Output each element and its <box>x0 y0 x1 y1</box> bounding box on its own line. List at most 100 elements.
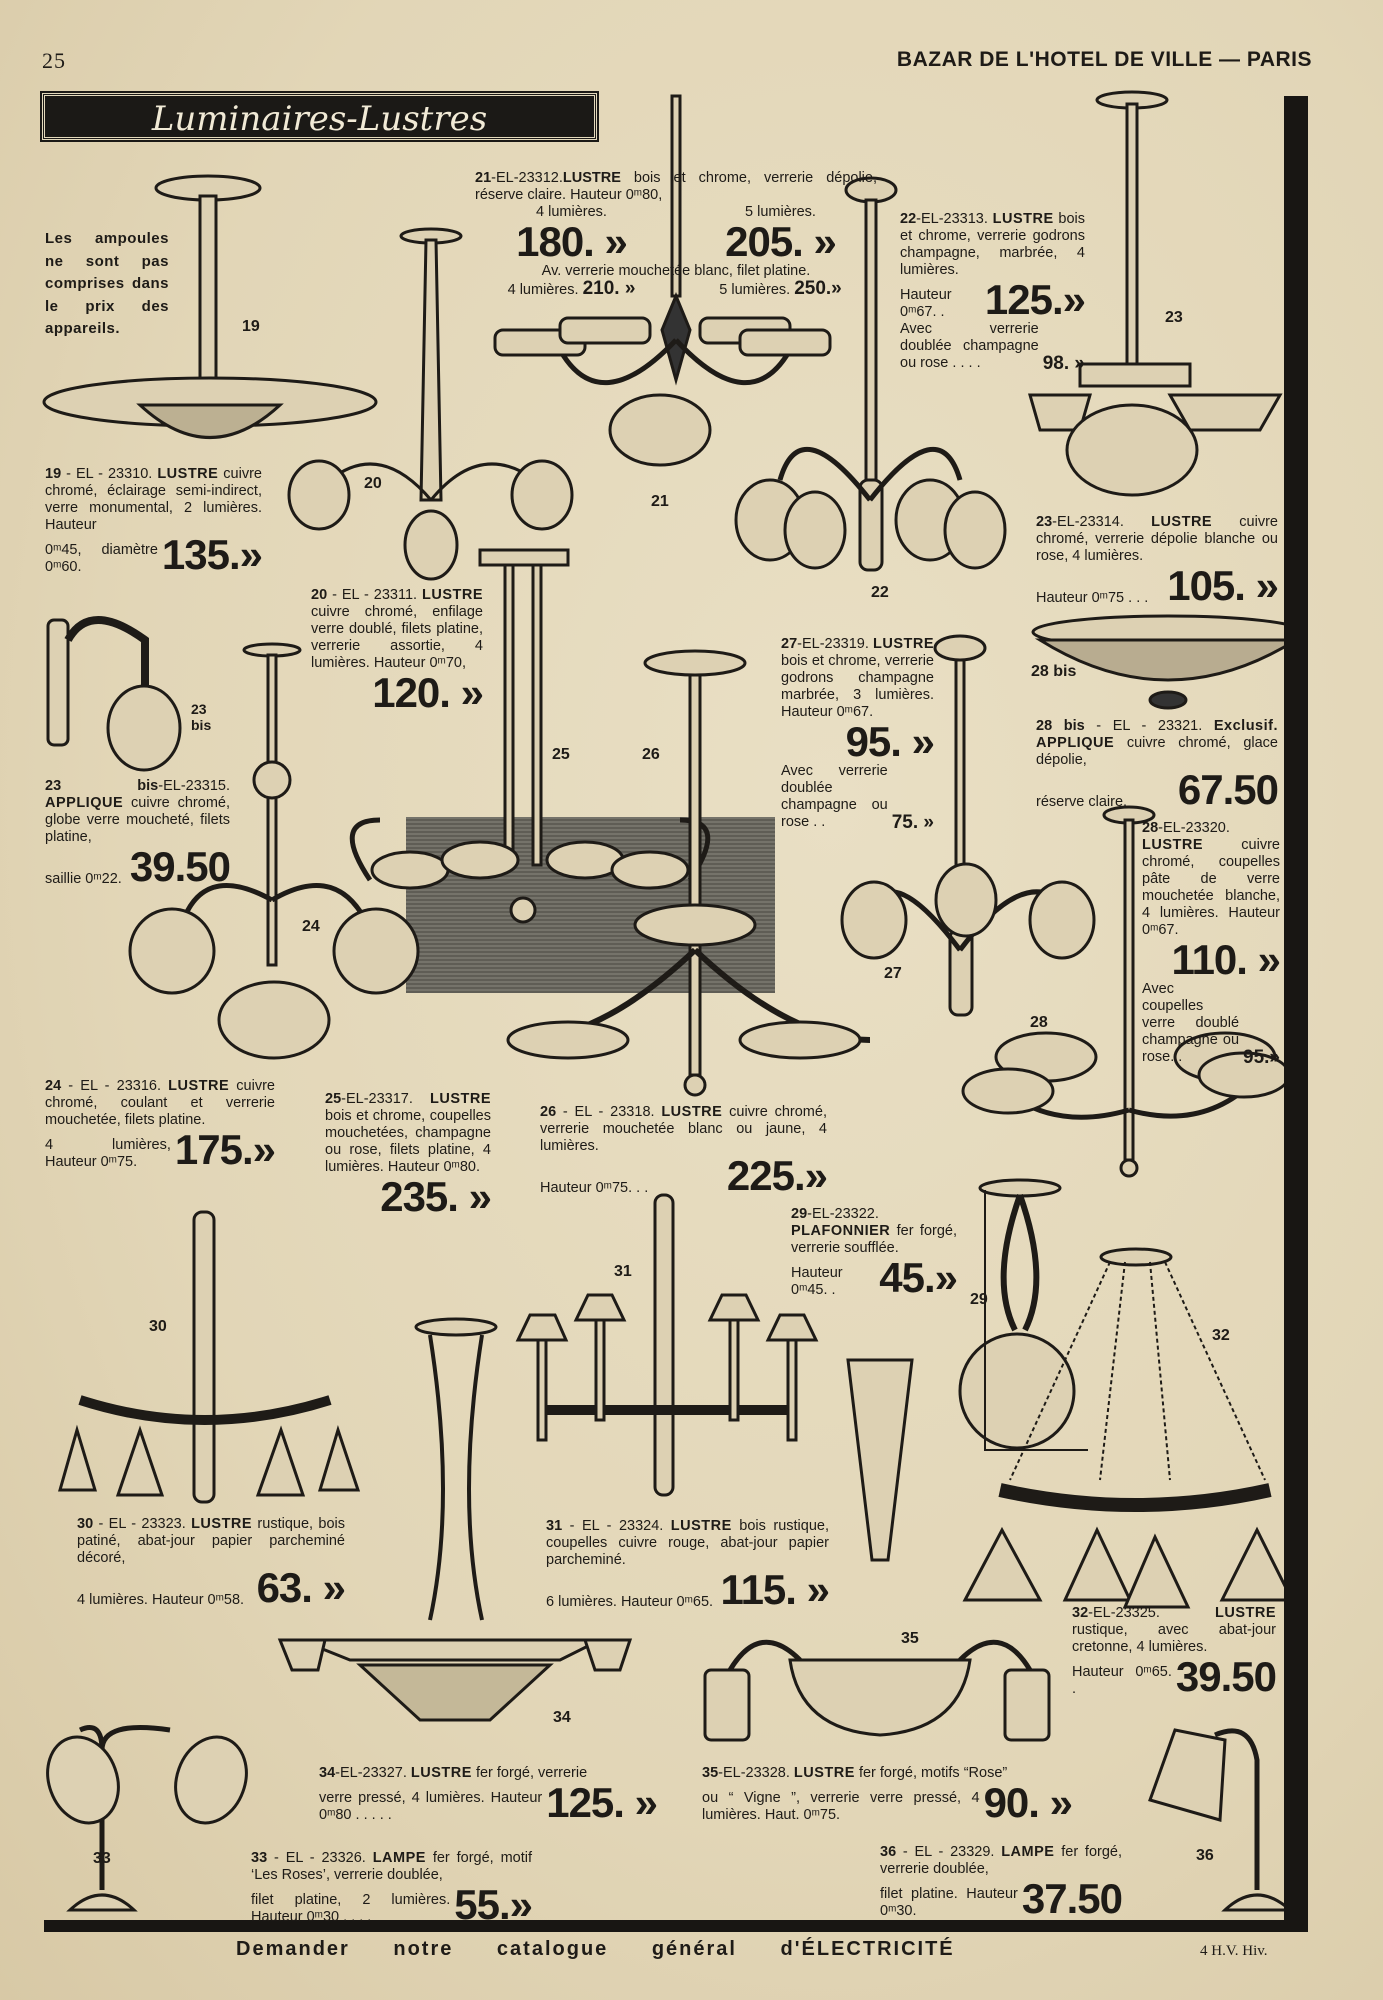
product-33-description: 33 - EL - 23326. LAMPE fer forgé, motif … <box>251 1850 533 1928</box>
product-size: Hauteur 0ᵐ75. . . <box>540 1180 649 1196</box>
figure-number: 19 <box>242 318 260 335</box>
figure-number: 26 <box>642 746 660 763</box>
price-row: 0ᵐ45, diamètre 0ᵐ60.135.» <box>45 531 263 578</box>
product-number: 36 <box>880 1844 897 1860</box>
product-26-description: 26 - EL - 23318. LUSTRE cuivre chromé, v… <box>540 1104 828 1199</box>
product-28-description: 28-EL-23320. LUSTRE cuivre chromé, coupe… <box>1142 820 1281 1068</box>
product-size: saillie 0ᵐ22. <box>45 871 122 887</box>
product-text: 33 - EL - 23326. LAMPE fer forgé, motif … <box>251 1850 532 1884</box>
lamp-illustration-26 <box>506 649 871 1097</box>
product-desc: cuivre chromé, enfilage verre doublé, fi… <box>311 604 483 671</box>
store-header: BAZAR DE L'HOTEL DE VILLE — PARIS <box>896 48 1312 71</box>
product-19-description: 19 - EL - 23310. LUSTRE cuivre chromé, é… <box>45 466 263 578</box>
product-price: 105. » <box>1167 562 1279 609</box>
product-price: 225.» <box>726 1152 828 1199</box>
figure-number: 31 <box>614 1263 632 1280</box>
product-desc: fer forgé, verrerie <box>471 1765 588 1781</box>
product-text: 32-EL-23325. LUSTRE rustique, avec abat-… <box>1072 1605 1276 1656</box>
price-row: saillie 0ᵐ22.39.50 <box>45 846 231 888</box>
variant-price: 95.» <box>1243 1047 1280 1068</box>
product-number: 23 bis <box>45 778 159 794</box>
catalogue-footer: Demander notre catalogue général d'ÉLECT… <box>236 1938 955 1960</box>
product-text: 29-EL-23322. PLAFONNIER fer forgé, verre… <box>791 1206 957 1257</box>
product-price: 55.» <box>454 1881 533 1928</box>
product-text: 36 - EL - 23329. LAMPE fer forgé, verrer… <box>880 1844 1122 1878</box>
product-price: 63. » <box>256 1564 346 1611</box>
product-number: 33 <box>251 1850 268 1866</box>
product-29-description: 29-EL-23322. PLAFONNIER fer forgé, verre… <box>791 1206 958 1299</box>
product-desc: bois rustique, coupelles cuivre rouge, a… <box>546 1518 829 1568</box>
product-desc: cuivre chromé, verrerie mouchetée blanc … <box>540 1104 827 1154</box>
product-name: LUSTRE <box>873 636 934 652</box>
lamp-illustration-33 <box>46 1725 248 1912</box>
product-size: filet platine, 2 lumières. Hauteur 0ᵐ30 … <box>251 1892 451 1925</box>
figure-number: 30 <box>149 1318 167 1335</box>
figure-number: 27 <box>884 965 902 982</box>
product-number: 31 <box>546 1518 563 1534</box>
variant-price: 75. » <box>891 812 934 833</box>
lamp-illustration-32 <box>962 1247 1295 1609</box>
variant-price-4: 210. » <box>582 278 636 299</box>
print-code: 4 H.V. Hiv. <box>1200 1943 1268 1959</box>
price-4-lights: 180. » <box>516 218 628 265</box>
price-row: 95. » <box>781 721 935 763</box>
price-row: 110. » <box>1142 936 1281 983</box>
product-ref: - EL - 23321. <box>1084 718 1214 734</box>
figure-number: 24 <box>302 918 320 935</box>
lamp-illustration-23bis <box>46 616 182 772</box>
product-name: LUSTRE <box>1151 514 1213 530</box>
product-desc: cuivre chromé, globe verre moucheté, fil… <box>45 795 230 845</box>
product-ref: - EL - 23318. <box>556 1104 662 1120</box>
figure-number: 20 <box>364 475 382 492</box>
product-price: 175.» <box>174 1126 276 1173</box>
product-size: Hauteur 0ᵐ75 . . . <box>1036 590 1149 606</box>
figure-number: 35 <box>901 1630 919 1647</box>
product-size: 4 lumières. Hauteur 0ᵐ58. <box>77 1592 245 1608</box>
product-ref: -EL-23327. <box>335 1765 411 1781</box>
product-name: LAMPE <box>372 1850 426 1866</box>
product-ref: -EL-23325. <box>1088 1605 1215 1621</box>
product-22-description: 22-EL-23313. LUSTRE bois et chrome, verr… <box>900 211 1086 373</box>
product-size: Hauteur 0ᵐ45. . <box>791 1265 843 1298</box>
product-desc: cuivre chromé, verrerie dépolie blanche … <box>1036 514 1278 564</box>
product-size: 0ᵐ45, diamètre 0ᵐ60. <box>45 542 158 575</box>
product-ref: - EL - 23316. <box>61 1078 169 1094</box>
price-row: 120. » <box>311 672 484 714</box>
price-row: filet platine, 2 lumières. Hauteur 0ᵐ30 … <box>251 1881 533 1928</box>
figure-number: 32 <box>1212 1327 1230 1344</box>
product-32-description: 32-EL-23325. LUSTRE rustique, avec abat-… <box>1072 1605 1277 1698</box>
lights-option-5: 5 lumières. <box>745 204 816 220</box>
product-ref: -EL-23319. <box>797 636 873 652</box>
lamp-illustration-25 <box>349 548 711 924</box>
product-name: APPLIQUE <box>45 795 124 811</box>
product-24-description: 24 - EL - 23316. LUSTRE cuivre chromé, c… <box>45 1078 276 1173</box>
product-size: ou “ Vigne ”, verrerie verre pressé, 4 l… <box>702 1790 980 1823</box>
product-price: 235. » <box>380 1173 492 1220</box>
product-ref: - EL - 23311. <box>327 587 422 603</box>
variant-desc: Avec verrerie doublée champagne ou rose … <box>900 321 1039 371</box>
product-name: LUSTRE <box>1142 837 1203 853</box>
product-ref: - EL - 23329. <box>896 1844 1002 1860</box>
lamp-illustration-24 <box>128 642 420 1060</box>
price-row: 6 lumières. Hauteur 0ᵐ65.115. » <box>546 1569 830 1611</box>
product-ref: -EL-23320. <box>1158 820 1230 836</box>
lamp-illustration-27 <box>840 634 1096 1017</box>
product-desc: fer forgé, motif ‘Les Roses’, verrerie d… <box>251 1850 532 1883</box>
product-21-description: 21-EL-23312.LUSTRE bois et chrome, verre… <box>475 170 877 299</box>
product-number: 24 <box>45 1078 62 1094</box>
figure-number: 22 <box>871 584 889 601</box>
product-number: 30 <box>77 1516 94 1532</box>
product-price: 135.» <box>161 531 263 578</box>
product-23-description: 23-EL-23314. LUSTRE cuivre chromé, verre… <box>1036 514 1279 609</box>
product-price: 125. » <box>546 1779 658 1826</box>
variant-row: Avec coupelles verre doublé champagne ou… <box>1142 981 1280 1068</box>
price-row: ou “ Vigne ”, verrerie verre pressé, 4 l… <box>702 1782 1073 1824</box>
product-ref: -EL-23313. <box>916 211 993 227</box>
product-price: 110. » <box>1171 936 1281 983</box>
figure-number: 36 <box>1196 1847 1214 1864</box>
lights-option-4: 4 lumières. <box>536 204 607 220</box>
product-20-description: 20 - EL - 23311. LUSTRE cuivre chromé, e… <box>311 587 484 714</box>
product-size: Hauteur 0ᵐ65. . <box>1072 1664 1172 1697</box>
product-name: LAMPE <box>1001 1844 1055 1860</box>
